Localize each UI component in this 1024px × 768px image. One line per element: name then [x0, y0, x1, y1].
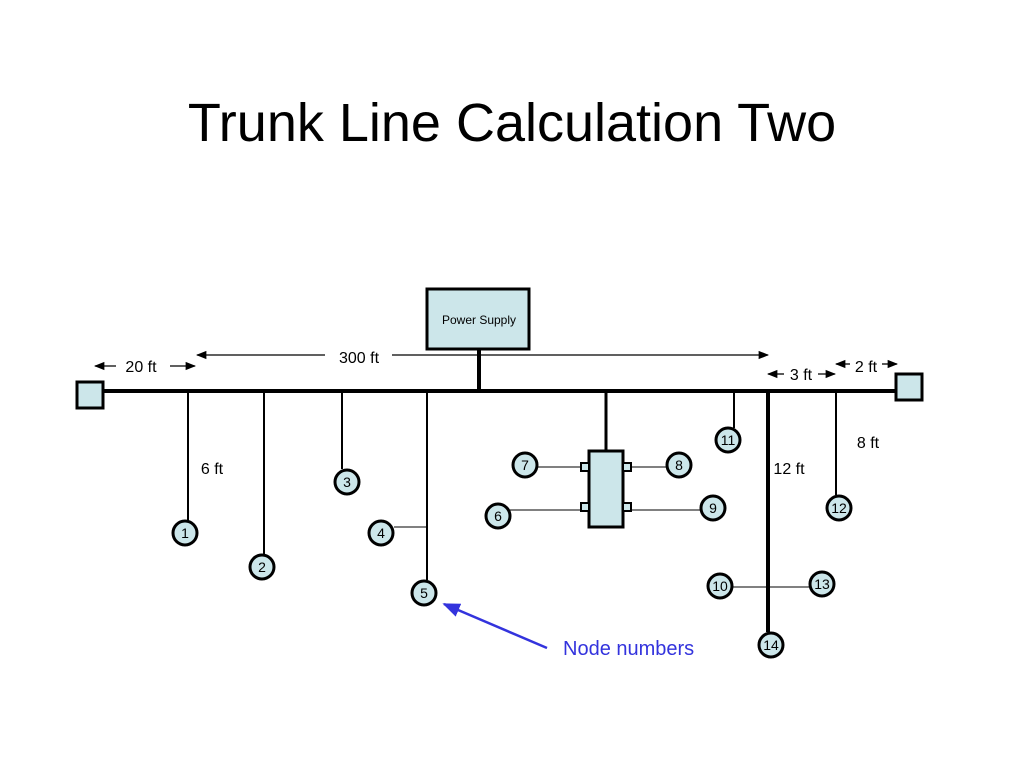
node-number-1: 1 — [181, 525, 189, 541]
power-supply-box — [425, 287, 531, 351]
node-10: 10 — [706, 572, 734, 600]
tap-port-2 — [580, 502, 590, 512]
node-6: 6 — [484, 502, 512, 530]
node-number-5: 5 — [420, 585, 428, 601]
tap-port-1 — [580, 462, 590, 472]
node-number-14: 14 — [763, 637, 779, 653]
node-number-13: 13 — [814, 576, 830, 592]
node-number-4: 4 — [377, 525, 385, 541]
node-5: 5 — [410, 579, 438, 607]
terminator-left — [75, 380, 105, 410]
node-8: 8 — [665, 451, 693, 479]
node-number-10: 10 — [712, 578, 728, 594]
dim-label-6ft: 6 ft — [201, 461, 224, 478]
node-number-7: 7 — [521, 457, 529, 473]
dim-label-300ft: 300 ft — [339, 350, 380, 367]
node-number-2: 2 — [258, 559, 266, 575]
dim-label-20ft: 20 ft — [125, 359, 157, 376]
tap-port-3 — [622, 462, 632, 472]
node-3: 3 — [333, 468, 361, 496]
node-13: 13 — [808, 570, 836, 598]
dim-label-8ft: 8 ft — [857, 435, 880, 452]
node-number-8: 8 — [675, 457, 683, 473]
node-7: 7 — [511, 451, 539, 479]
node-11: 11 — [714, 426, 742, 454]
node-4: 4 — [367, 519, 395, 547]
callout-node-numbers: Node numbers — [563, 638, 694, 660]
node-9: 9 — [699, 494, 727, 522]
power-supply-label: Power Supply — [442, 313, 516, 327]
node-1: 1 — [171, 519, 199, 547]
node-14: 14 — [757, 631, 785, 659]
node-12: 12 — [825, 494, 853, 522]
node-number-3: 3 — [343, 474, 351, 490]
tap-port-4 — [622, 502, 632, 512]
slide-title: Trunk Line Calculation Two — [187, 93, 837, 153]
dim-label-2ft: 2 ft — [855, 359, 878, 376]
terminator-right — [894, 372, 924, 402]
callout-arrow — [442, 602, 548, 650]
node-number-11: 11 — [721, 432, 736, 448]
dim-label-12ft: 12 ft — [773, 461, 805, 478]
multiport-tap — [587, 449, 625, 529]
dim-label-3ft: 3 ft — [790, 367, 813, 384]
node-number-6: 6 — [494, 508, 502, 524]
node-2: 2 — [248, 553, 276, 581]
node-number-9: 9 — [709, 500, 717, 516]
node-number-12: 12 — [831, 500, 847, 516]
